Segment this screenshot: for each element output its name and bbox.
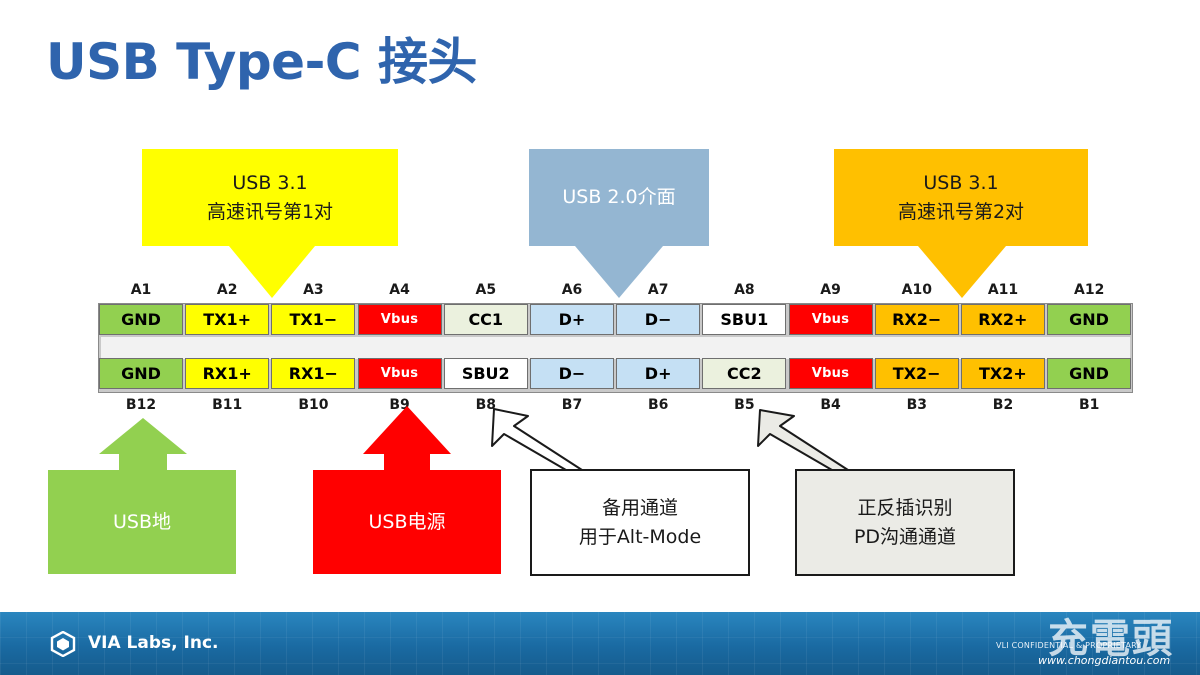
watermark-brand: 充電頭 bbox=[1048, 616, 1174, 662]
top-pin: TX1+ bbox=[185, 304, 270, 335]
sbu-arrow bbox=[491, 408, 583, 471]
sbu-line2: 用于Alt-Mode bbox=[578, 525, 702, 548]
via-labs-logo-icon bbox=[50, 631, 76, 657]
top-pin: GND bbox=[99, 304, 183, 335]
gnd-line1: USB地 bbox=[112, 510, 171, 533]
pin-number-label: A2 bbox=[216, 282, 238, 298]
pin-number-label: A10 bbox=[901, 282, 932, 298]
company-name: VIA Labs, Inc. bbox=[88, 633, 219, 653]
usb20-box: USB 2.0介面 bbox=[529, 149, 709, 246]
gnd-arrow-stem bbox=[119, 453, 167, 471]
vbus-arrow-stem bbox=[384, 453, 430, 471]
usb31-pair1-line2: 高速讯号第1对 bbox=[206, 200, 334, 223]
pin-number-label: B8 bbox=[475, 397, 496, 413]
confidential-notice: VLI CONFIDENTIAL & PROPRIETARY bbox=[996, 641, 1142, 650]
footer-bar bbox=[0, 612, 1200, 675]
bottom-pin: CC2 bbox=[702, 358, 787, 389]
top-pin: GND bbox=[1047, 304, 1132, 335]
bottom-pin: SBU2 bbox=[443, 358, 528, 389]
pin-number-label: A6 bbox=[561, 282, 583, 298]
sbu-box: 备用通道 用于Alt-Mode bbox=[530, 469, 750, 576]
bottom-pin: Vbus bbox=[357, 358, 442, 389]
pin-number-label: B1 bbox=[1078, 397, 1100, 413]
usb31-pair1-line1: USB 3.1 bbox=[232, 171, 308, 194]
bottom-pin: Vbus bbox=[788, 358, 873, 389]
pin-number-label: B5 bbox=[734, 397, 755, 413]
pin-number-label: A5 bbox=[475, 282, 497, 298]
cc-arrow bbox=[757, 409, 849, 471]
connector-tongue-gap bbox=[101, 337, 1130, 359]
pin-number-label: B2 bbox=[992, 397, 1014, 413]
pin-number-label: A11 bbox=[987, 282, 1019, 298]
usb31-pair2-line2: 高速讯号第2对 bbox=[897, 200, 1025, 223]
gnd-arrow bbox=[99, 418, 187, 454]
usb31-pair2-line1: USB 3.1 bbox=[923, 171, 999, 194]
top-pin: RX2+ bbox=[960, 304, 1045, 335]
watermark-url: www.chongdiantou.com bbox=[1038, 654, 1171, 667]
usb20-line1: USB 2.0介面 bbox=[562, 186, 676, 208]
pin-number-label: A9 bbox=[820, 282, 841, 298]
cc-line2: PD沟通通道 bbox=[853, 525, 957, 548]
bottom-pin: GND bbox=[1047, 358, 1132, 389]
pin-number-label: B7 bbox=[561, 397, 583, 413]
top-pin: SBU1 bbox=[702, 304, 787, 335]
pin-number-label: A12 bbox=[1074, 282, 1105, 298]
pin-number-label: B6 bbox=[647, 397, 669, 413]
usb31-pair1-box: USB 3.1 高速讯号第1对 bbox=[142, 149, 398, 246]
pin-number-label: A4 bbox=[389, 282, 410, 298]
bottom-pin: RX1+ bbox=[185, 358, 270, 389]
top-pin: RX2− bbox=[874, 304, 959, 335]
pin-number-label: A7 bbox=[647, 282, 669, 298]
bottom-pin: D− bbox=[529, 358, 614, 389]
sbu-line1: 备用通道 bbox=[601, 496, 678, 519]
bottom-pin: D+ bbox=[616, 358, 701, 389]
bottom-pin: TX2+ bbox=[960, 358, 1045, 389]
top-pin: D+ bbox=[529, 304, 614, 335]
pin-number-label: B10 bbox=[298, 397, 329, 413]
pin-number-label: B12 bbox=[125, 397, 157, 413]
usb31-pair2-box: USB 3.1 高速讯号第2对 bbox=[834, 149, 1088, 246]
pin-number-label: A8 bbox=[734, 282, 755, 298]
cc-box: 正反插识别 PD沟通通道 bbox=[795, 469, 1015, 576]
top-pin: CC1 bbox=[443, 304, 528, 335]
gnd-box: USB地 bbox=[48, 470, 236, 574]
cc-line1: 正反插识别 bbox=[857, 496, 953, 519]
pin-number-label: B4 bbox=[820, 397, 841, 413]
usb31-pair1-arrow bbox=[229, 246, 315, 298]
vbus-arrow bbox=[363, 406, 451, 454]
pin-number-label: B11 bbox=[212, 397, 243, 413]
bottom-pin: TX2− bbox=[874, 358, 959, 389]
bottom-pin: GND bbox=[99, 358, 183, 389]
pin-number-label: A3 bbox=[303, 282, 324, 298]
usb20-arrow bbox=[575, 246, 663, 298]
bottom-pin: RX1− bbox=[271, 358, 356, 389]
vbus-box: USB电源 bbox=[313, 470, 501, 574]
pin-number-label: B3 bbox=[906, 397, 927, 413]
page-title: USB Type-C 接头 bbox=[46, 33, 477, 91]
top-pin: Vbus bbox=[357, 304, 442, 335]
vbus-line1: USB电源 bbox=[368, 510, 446, 533]
usb31-pair2-arrow bbox=[918, 246, 1006, 298]
top-pin: TX1− bbox=[271, 304, 356, 335]
pin-number-label: A1 bbox=[130, 282, 152, 298]
top-pin: D− bbox=[616, 304, 701, 335]
type-c-connector bbox=[98, 303, 1133, 393]
top-pin: Vbus bbox=[788, 304, 873, 335]
